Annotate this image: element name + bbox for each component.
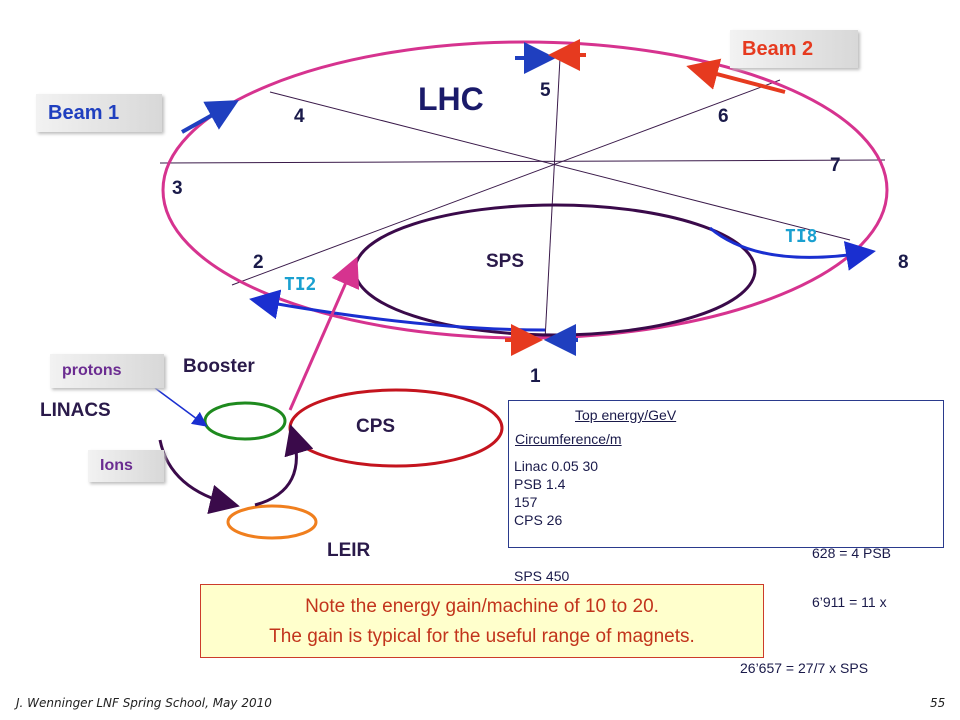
ions-to-leir-arrow	[158, 439, 240, 515]
octant-line-2-6	[231, 79, 781, 286]
table-header-circumference: Circumference/m	[515, 431, 622, 447]
lhc-ring	[161, 40, 889, 340]
note-line-2: The gain is typical for the useful range…	[269, 626, 695, 647]
point-7-label: 7	[830, 155, 841, 176]
protons-tag-text: protons	[62, 362, 122, 379]
point-6-label: 6	[718, 106, 729, 127]
sps-label: SPS	[486, 251, 524, 272]
point-1-label: 1	[530, 366, 541, 387]
point-4-label: 4	[294, 106, 305, 127]
energy-table: Top energy/GeV Circumference/m	[508, 400, 944, 548]
linacs-label: LINACS	[40, 400, 111, 421]
leir-to-cps-arrow	[254, 424, 314, 507]
ti2-label: TI2	[284, 274, 317, 295]
table-row-psb: PSB 1.4	[514, 476, 566, 492]
beam1-tag: Beam 1	[36, 94, 162, 132]
note-box: Note the energy gain/machine of 10 to 20…	[200, 584, 764, 658]
lhc-label: LHC	[418, 81, 484, 117]
protons-to-booster-arrow	[154, 387, 208, 427]
cps-ring	[288, 388, 504, 468]
table-header-energy: Top energy/GeV	[575, 407, 677, 423]
octant-line-3-7	[159, 159, 886, 164]
page-number: 55	[930, 696, 946, 710]
point-3-label: 3	[172, 178, 183, 199]
table-row-cps: CPS 26	[514, 512, 563, 528]
beam1-tag-text: Beam 1	[48, 102, 120, 124]
beam2-tag-text: Beam 2	[742, 38, 814, 60]
table-row-cps-circ: 628 = 4 PSB	[812, 545, 892, 561]
sps-ring	[353, 203, 757, 337]
leir-ring	[226, 504, 318, 540]
table-row-lhc-circ: 26’657 = 27/7 x SPS	[740, 660, 869, 676]
table-row-psb-circ: 157	[514, 494, 538, 510]
point-2-label: 2	[253, 252, 264, 273]
protons-tag: protons	[50, 354, 164, 388]
ti8-transfer-line	[709, 226, 876, 271]
octant-line-1-5	[544, 57, 561, 341]
beam2-tag: Beam 2	[730, 30, 858, 68]
leir-label: LEIR	[327, 540, 371, 561]
cps-label: CPS	[356, 416, 395, 437]
point-8-label: 8	[898, 252, 909, 273]
point-5-label: 5	[540, 80, 551, 101]
table-row-sps-circ: 6’911 = 11 x	[812, 594, 887, 610]
beam2-arrow-right	[686, 58, 786, 94]
table-row-sps: SPS 450	[514, 568, 570, 584]
ti8-label: TI8	[785, 226, 818, 247]
beam1-arrow-left	[181, 100, 239, 134]
ions-tag: Ions	[88, 450, 164, 482]
note-line-1: Note the energy gain/machine of 10 to 20…	[305, 596, 659, 617]
footer-credit: J. Wenninger LNF Spring School, May 2010	[16, 696, 272, 710]
booster-label: Booster	[183, 356, 255, 377]
cps-to-sps-arrow	[288, 256, 360, 411]
table-row-linac: Linac 0.05 30	[514, 458, 599, 474]
octant-line-4-8	[269, 91, 851, 241]
booster-ring	[203, 401, 287, 441]
ions-tag-text: Ions	[100, 457, 133, 474]
